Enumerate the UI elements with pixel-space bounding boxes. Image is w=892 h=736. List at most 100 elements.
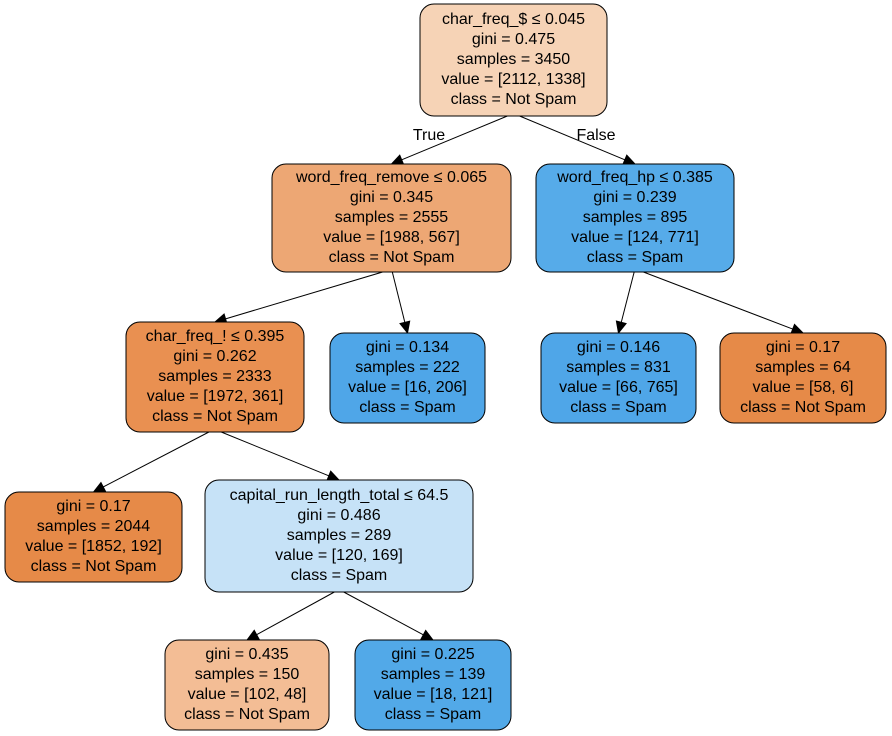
node-text-line: samples = 222 (355, 359, 460, 376)
node-text-line: gini = 0.475 (472, 31, 555, 48)
node-text-line: class = Not Spam (740, 399, 866, 416)
arrow-head-icon (790, 323, 805, 335)
node-text-line: class = Not Spam (31, 558, 157, 575)
node-box (125, 321, 305, 433)
node-text-line: char_freq_$ ≤ 0.045 (442, 11, 585, 28)
node-text-line: samples = 139 (381, 666, 486, 683)
node-box (354, 639, 512, 731)
arrow-head-icon (390, 154, 405, 165)
edge-n8-n9 (245, 591, 335, 641)
edge-line (643, 271, 793, 330)
edge-n2-n6 (643, 271, 805, 335)
edge-line (256, 591, 335, 636)
node-text-line: gini = 0.435 (205, 646, 288, 663)
nodes-layer: char_freq_$ ≤ 0.045 gini = 0.475 samples =… (4, 3, 887, 731)
edge-line (391, 271, 406, 323)
node-text-line: value = [120, 169] (275, 547, 403, 564)
node-text-line: gini = 0.239 (593, 189, 676, 206)
node-text-line: class = Not Spam (329, 249, 455, 266)
edge-line (225, 271, 383, 320)
edge-n1-n4 (391, 271, 411, 335)
node-text-line: gini = 0.225 (391, 646, 474, 663)
node-text-line: samples = 2044 (37, 518, 151, 535)
node-box (4, 491, 183, 583)
node-box (204, 479, 474, 593)
tree-node-n7: gini = 0.17 samples = 2044 value = [1852, … (4, 491, 183, 583)
tree-node-n1: word_freq_remove ≤ 0.065 gini = 0.345 samp… (271, 163, 512, 273)
edge-line (519, 115, 626, 161)
node-text-line: class = Not Spam (152, 408, 278, 425)
edges-layer: True False (92, 115, 805, 641)
node-box (535, 163, 735, 273)
node-text-line: gini = 0.345 (350, 189, 433, 206)
arrow-head-icon (326, 470, 341, 482)
node-text-line: gini = 0.134 (366, 339, 449, 356)
node-text-line: char_freq_! ≤ 0.395 (146, 328, 285, 345)
edge-n2-n5 (615, 271, 635, 335)
tree-node-n4: gini = 0.134 samples = 222 value = [16, 20… (329, 332, 486, 424)
node-text-line: gini = 0.17 (766, 339, 840, 356)
edge-n3-n7 (92, 431, 210, 493)
edge-label-false: False (576, 127, 615, 144)
edge-n0-n1: True (390, 115, 508, 165)
node-text-line: value = [102, 48] (188, 686, 307, 703)
edge-line (221, 431, 330, 477)
node-text-line: value = [16, 206] (348, 379, 467, 396)
node-text-line: samples = 150 (195, 666, 300, 683)
arrow-head-icon (92, 481, 107, 493)
node-box (719, 332, 887, 424)
node-text-line: word_freq_hp ≤ 0.385 (556, 169, 713, 186)
node-text-line: class = Not Spam (184, 706, 310, 723)
tree-node-n3: char_freq_! ≤ 0.395 gini = 0.262 samples =… (125, 321, 305, 433)
node-text-line: value = [1852, 192] (25, 538, 162, 555)
edge-line (103, 431, 210, 488)
node-text-line: value = [2112, 1338] (441, 71, 585, 88)
edge-n3-n8 (221, 431, 341, 482)
tree-node-n0: char_freq_$ ≤ 0.045 gini = 0.475 samples =… (419, 3, 608, 117)
node-text-line: value = [66, 765] (559, 379, 678, 396)
node-text-line: class = Spam (570, 399, 666, 416)
node-text-line: value = [1988, 567] (323, 229, 460, 246)
node-text-line: class = Spam (359, 399, 455, 416)
node-text-line: samples = 895 (583, 209, 688, 226)
node-text-line: gini = 0.262 (173, 348, 256, 365)
edge-line (343, 591, 424, 636)
edge-n0-n2: False (519, 115, 637, 165)
node-box (164, 639, 330, 731)
tree-node-n9: gini = 0.435 samples = 150 value = [102, 4… (164, 639, 330, 731)
node-text-line: samples = 831 (566, 359, 671, 376)
node-text-line: value = [58, 6] (753, 379, 854, 396)
node-text-line: class = Not Spam (451, 91, 577, 108)
tree-node-n5: gini = 0.146 samples = 831 value = [66, 76… (540, 332, 697, 424)
node-text-line: gini = 0.486 (297, 507, 380, 524)
edge-line (401, 115, 508, 161)
node-text-line: class = Spam (587, 249, 683, 266)
arrow-head-icon (399, 320, 411, 335)
edge-n8-n10 (343, 591, 435, 641)
node-text-line: samples = 2555 (335, 209, 449, 226)
tree-node-n6: gini = 0.17 samples = 64 value = [58, 6] cl… (719, 332, 887, 424)
node-text-line: samples = 64 (755, 359, 851, 376)
node-text-line: samples = 3450 (457, 51, 571, 68)
node-box (329, 332, 486, 424)
node-text-line: gini = 0.17 (56, 498, 130, 515)
arrow-head-icon (420, 629, 435, 641)
node-text-line: samples = 2333 (158, 368, 272, 385)
node-text-line: value = [124, 771] (571, 229, 699, 246)
edge-line (620, 271, 635, 323)
node-box (540, 332, 697, 424)
node-text-line: class = Spam (291, 567, 387, 584)
tree-node-n2: word_freq_hp ≤ 0.385 gini = 0.239 samples … (535, 163, 735, 273)
arrow-head-icon (622, 154, 637, 165)
arrow-head-icon (615, 320, 627, 335)
node-text-line: word_freq_remove ≤ 0.065 (295, 169, 487, 186)
edge-n1-n3 (213, 271, 383, 325)
node-box (419, 3, 608, 117)
node-text-line: value = [1972, 361] (147, 388, 284, 405)
node-text-line: class = Spam (385, 706, 481, 723)
node-box (271, 163, 512, 273)
node-text-line: gini = 0.146 (577, 339, 660, 356)
